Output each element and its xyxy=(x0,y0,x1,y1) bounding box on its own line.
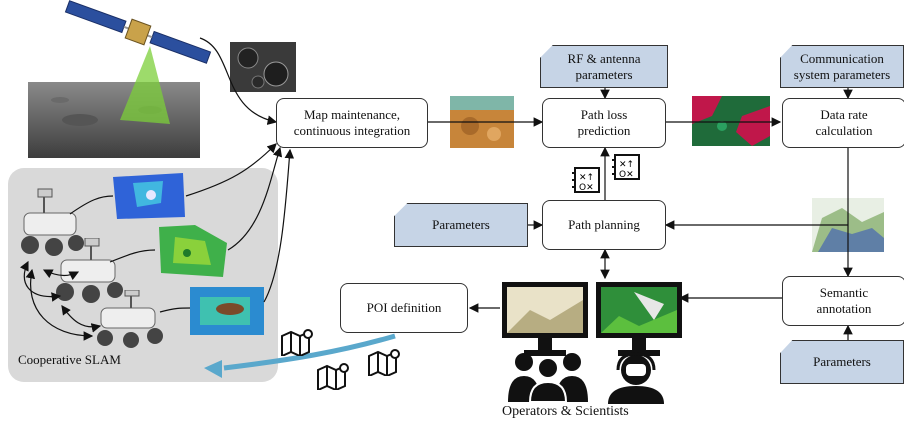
map-maintenance-box: Map maintenance, continuous integration xyxy=(276,98,428,148)
operator-headset-icon xyxy=(608,352,664,404)
monitor-icon xyxy=(502,282,588,356)
slam-map-1-image xyxy=(113,173,185,219)
map-pin-icon xyxy=(317,363,349,390)
satellite-moon-scene xyxy=(28,0,212,158)
slam-map-2-image xyxy=(159,225,227,277)
map-pin-icon xyxy=(281,329,313,356)
rover-icon xyxy=(21,188,84,256)
decision-strategy-icon: ✕↑ O✕ xyxy=(572,167,600,193)
slam-map-3-image xyxy=(190,287,264,335)
rover-icon xyxy=(97,290,163,348)
svg-text:✕↑: ✕↑ xyxy=(619,160,634,170)
decision-strategy-icon: ✕↑ O✕ xyxy=(612,154,640,180)
lunar-surface-image xyxy=(28,82,200,158)
monitor-icon xyxy=(596,282,682,356)
poi-definition-box: POI definition xyxy=(340,283,468,333)
crater-image xyxy=(230,42,296,92)
path-loss-box: Path loss prediction xyxy=(542,98,666,148)
satellite-icon xyxy=(64,0,212,64)
users-icon xyxy=(508,353,588,402)
svg-text:O✕: O✕ xyxy=(619,170,634,180)
cooperative-slam-label: Cooperative SLAM xyxy=(18,352,121,367)
annotation-parameters: Parameters xyxy=(780,340,904,384)
path-planning-box: Path planning xyxy=(542,200,666,250)
operators-label: Operators & Scientists xyxy=(502,404,629,419)
map-pin-icon xyxy=(368,349,400,376)
data-flow-arrow xyxy=(223,333,396,371)
planning-parameters: Parameters xyxy=(394,203,528,247)
svg-text:O✕: O✕ xyxy=(579,183,594,193)
data-rate-box: Data rate calculation xyxy=(782,98,904,148)
svg-text:✕↑: ✕↑ xyxy=(579,173,594,183)
rf-antenna-parameters: RF & antenna parameters xyxy=(540,45,668,88)
semantic-annotation-box: Semantic annotation xyxy=(782,276,904,326)
sensor-beam xyxy=(120,46,170,124)
signal-coverage-image xyxy=(692,96,770,146)
communication-system-parameters: Communication system parameters xyxy=(780,45,904,88)
